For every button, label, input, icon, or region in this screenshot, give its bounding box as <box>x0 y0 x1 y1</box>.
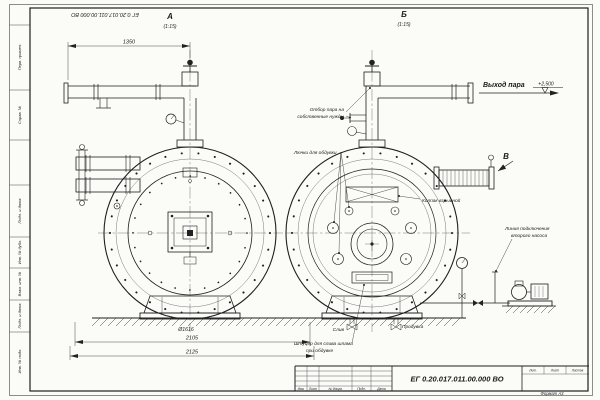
margin-label-podp-data-2: Подп. и дата <box>17 303 22 329</box>
view-b-scale: (1:15) <box>397 22 410 28</box>
tb-col-data: Дата <box>376 387 386 391</box>
margin-label-podp-data-1: Подп. и дата <box>17 198 22 224</box>
view-v-letter: В <box>503 152 509 161</box>
safety-valve-b <box>363 59 381 87</box>
annotation-explosion-cap: Колпак взрывной <box>398 195 461 204</box>
steam-own-text-1: Отбор пара на <box>310 107 345 113</box>
steam-out-text: Выход пара <box>483 81 525 89</box>
annotation-steam-own-needs: Отбор пара на собственные нужды <box>297 87 371 120</box>
safety-valve-a <box>181 59 199 87</box>
annotation-hatches: Лючки для обдувки <box>293 150 350 254</box>
finned-heat-exchanger <box>433 154 495 190</box>
view-a-scale: (1:15) <box>163 24 176 30</box>
saddle-support-b <box>321 295 423 320</box>
view-b-letter: Б <box>401 10 407 19</box>
margin-label-sprav-no: Справ. № <box>17 105 22 124</box>
tb-sheet-label: Лист <box>550 369 560 373</box>
explosion-cap-text: Колпак взрывной <box>422 197 461 204</box>
drawing-frame: Перв. примен. Справ. № Подп. и дата Инв.… <box>9 4 593 396</box>
sludge-text-1: Штуцер для слива шлама <box>294 341 353 347</box>
blowdown-text: Продувка <box>402 324 424 330</box>
centerlines <box>98 50 470 332</box>
dimension-2105: 2105 <box>74 322 311 346</box>
dimension-1350: 1350 <box>67 40 191 80</box>
view-a-letter: А <box>166 12 173 21</box>
pressure-gauge-b <box>347 126 367 136</box>
elevation-text: +2,500 <box>538 82 554 88</box>
dimension-diameter: Ø1616 <box>177 327 194 333</box>
doc-number-stamp-top: ЕГ 0.20.017.011.00.000 ВО <box>70 11 138 17</box>
margin-label-vzam-inv: Взам. инв. № <box>17 271 22 296</box>
view-label-v: В <box>497 152 514 172</box>
boiler-front-view-a <box>63 59 277 320</box>
tb-col-list: Лист <box>308 387 318 391</box>
annotation-drain: Слив <box>333 327 345 333</box>
blowoff-hatch-ports <box>327 206 417 265</box>
dim-2105-text: 2105 <box>185 336 199 342</box>
pump-line-text-2: второго насоса <box>511 234 547 239</box>
annotation-blowdown: Продувка <box>402 324 424 330</box>
furnace-tube <box>350 222 394 266</box>
title-block: Изм. Лист № докум. Подп. Дата ЕГ 0.20.01… <box>294 365 589 396</box>
view-label-b: Б (1:15) <box>397 10 410 28</box>
pump-line-text-1: Линия подключения <box>504 226 550 232</box>
sludge-text-2: при обдувке <box>306 348 333 354</box>
boiler-front-view-b <box>285 59 495 331</box>
pressure-gauge-a <box>165 113 185 125</box>
own-needs-takeoff-valve <box>340 113 366 123</box>
format-label: Формат А3 <box>541 391 565 396</box>
saddle-support-a <box>139 295 241 320</box>
foundation-ground <box>91 317 466 327</box>
dim-1350-text: 1350 <box>123 40 136 46</box>
margin-label-inv-dubl: Инв. № дубл. <box>17 240 22 265</box>
dim-dia-text: Ø1616 <box>177 327 194 333</box>
annotation-pump-line: Линия подключения второго насоса <box>495 226 550 272</box>
gauge-stand <box>456 257 468 318</box>
tb-col-izm: Изм. <box>298 387 305 391</box>
dim-2125-text: 2125 <box>185 350 199 356</box>
tb-lit-label: Лит. <box>528 369 537 373</box>
explosion-cap <box>345 186 399 203</box>
annotation-steam-out: Выход пара +2,500 <box>479 81 563 96</box>
dimension-2125: 2125 <box>69 346 315 360</box>
bottom-handhole <box>351 271 393 284</box>
drain-valves <box>346 319 402 331</box>
water-level-columns <box>75 144 141 206</box>
tb-col-doc: № докум. <box>328 387 342 391</box>
view-label-a: А (1:15) <box>163 12 176 30</box>
drain-text: Слив <box>333 327 345 333</box>
tb-col-podp: Подп. <box>357 387 366 391</box>
steam-own-text-2: собственные нужды <box>297 114 344 120</box>
hatches-text: Лючки для обдувки <box>293 150 337 156</box>
margin-label-inv-podl: Инв. № подл. <box>17 349 22 374</box>
feed-pump-unit <box>420 271 556 314</box>
margin-label-perv-primen: Перв. примен. <box>17 44 22 71</box>
tb-doc-number: ЕГ 0.20.017.011.00.000 ВО <box>410 375 503 384</box>
annotation-sludge: Штуцер для слива шлама при обдувке <box>294 284 365 354</box>
tb-sheets-label: Листов <box>571 369 584 373</box>
